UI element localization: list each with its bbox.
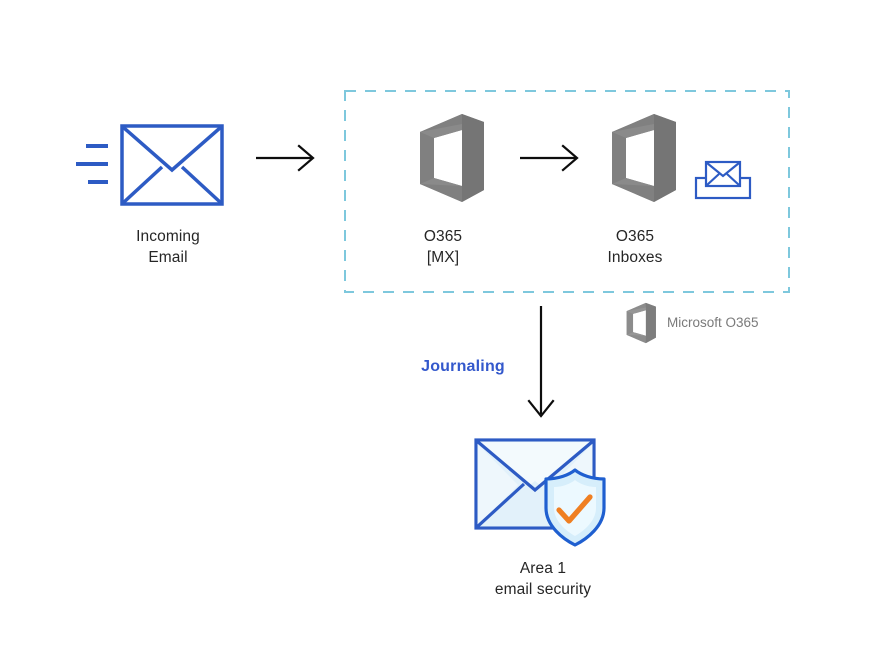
- office-365-logo-icon-inboxes: [598, 112, 680, 204]
- office-365-logo-icon-mx: [406, 112, 488, 204]
- check-icon: [556, 494, 593, 524]
- journaling-edge-label: Journaling: [421, 358, 505, 375]
- area1-email-security-label: Area 1 email security: [494, 560, 592, 598]
- secure-email-shield-icon: [468, 432, 628, 550]
- incoming-email-label: Incoming Email: [136, 228, 200, 266]
- arrow-right-icon-mx-to-inboxes: [520, 143, 584, 173]
- legend-label: Microsoft O365: [667, 315, 759, 330]
- arrow-down-icon-journaling: [524, 306, 558, 422]
- legend-office-365-logo-icon: [620, 302, 658, 344]
- microsoft-o365-boundary: [344, 90, 790, 293]
- o365-mx-label: O365 [MX]: [423, 228, 463, 266]
- envelope-outline-icon: [120, 124, 224, 206]
- boundary-dashed-rect: [344, 90, 790, 293]
- inbox-tray-envelope-icon: [694, 160, 752, 200]
- motion-lines-icon: [76, 144, 108, 184]
- arrow-right-icon-incoming-to-mx: [256, 143, 320, 173]
- o365-inboxes-label: O365 Inboxes: [607, 228, 663, 266]
- envelope-motion-icon: [70, 118, 230, 213]
